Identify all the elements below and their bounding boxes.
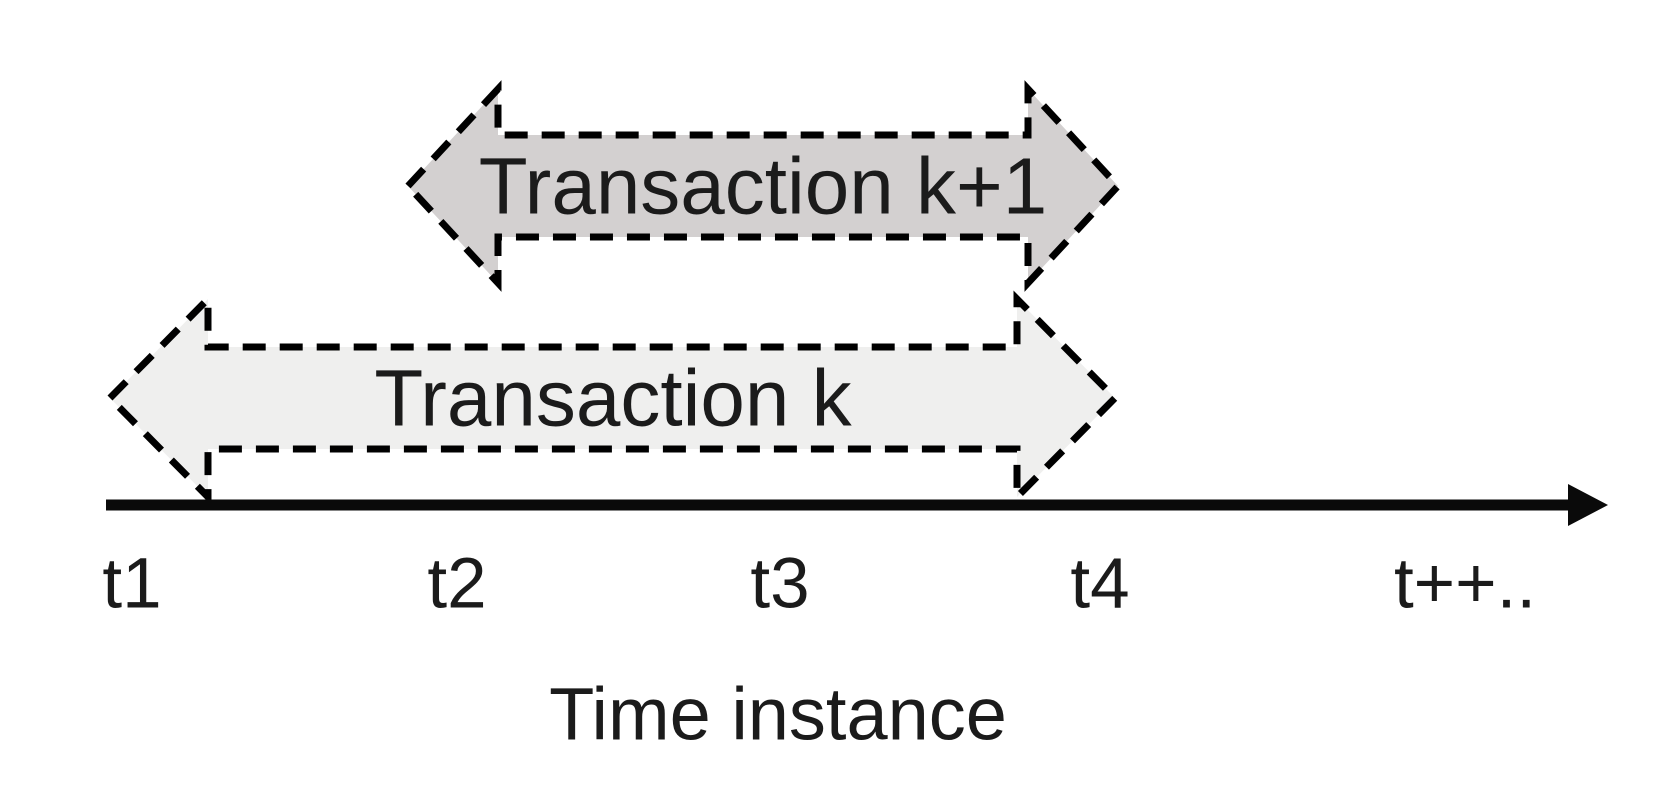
axis-title: Time instance bbox=[549, 673, 1007, 756]
transaction-k1-arrow-shape bbox=[403, 80, 1123, 292]
tick-label-t3: t3 bbox=[750, 545, 809, 624]
tick-label-t-plus: t++.. bbox=[1394, 545, 1536, 624]
transaction-k-arrow: Transaction k bbox=[105, 290, 1120, 506]
tick-label-t2: t2 bbox=[427, 545, 486, 624]
time-axis-arrowhead-icon bbox=[1568, 484, 1608, 526]
time-axis bbox=[106, 484, 1608, 526]
transaction-k1-arrow: Transaction k+1 bbox=[403, 80, 1123, 292]
axis-tick-labels: t1 t2 t3 t4 t++.. bbox=[102, 545, 1536, 624]
tick-label-t4: t4 bbox=[1070, 545, 1129, 624]
tick-label-t1: t1 bbox=[102, 545, 161, 624]
transaction-k1-label: Transaction k+1 bbox=[479, 142, 1047, 231]
transaction-k-arrow-shape bbox=[105, 290, 1120, 506]
transaction-k-label: Transaction k bbox=[374, 354, 852, 443]
